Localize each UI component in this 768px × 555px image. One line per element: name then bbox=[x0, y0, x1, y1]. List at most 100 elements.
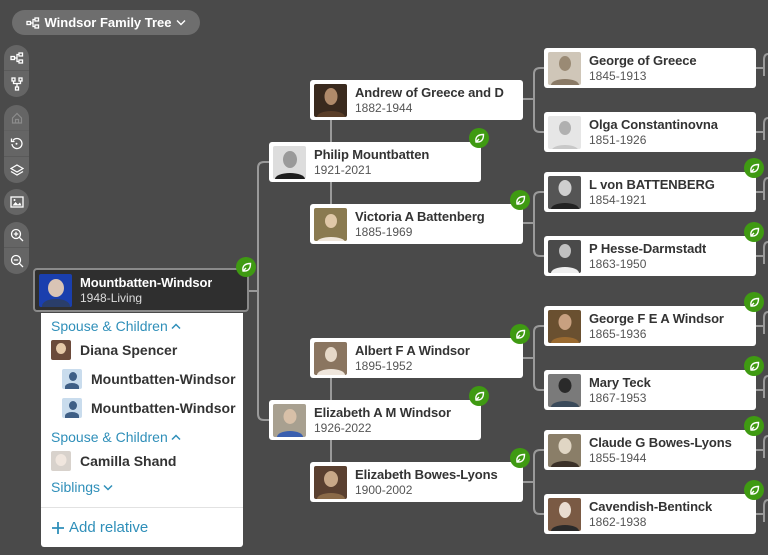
person-dates: 1867-1953 bbox=[589, 391, 647, 404]
layers-button[interactable] bbox=[4, 157, 29, 183]
person-card-great-grandparent[interactable]: George of Greece 1845-1913 bbox=[544, 48, 756, 88]
chevron-up-icon bbox=[171, 433, 181, 440]
pedigree-view-button[interactable] bbox=[4, 45, 29, 71]
person-card-grandparent[interactable]: Elizabeth Bowes-Lyons 1900-2002 bbox=[310, 462, 523, 502]
silhouette-avatar-icon bbox=[62, 369, 82, 389]
home-icon bbox=[11, 112, 22, 124]
silhouette-avatar-icon bbox=[62, 398, 82, 418]
person-photo bbox=[314, 465, 347, 499]
add-relative-button[interactable]: Add relative bbox=[51, 519, 148, 536]
record-hint-badge[interactable] bbox=[744, 158, 764, 178]
spouse-children-toggle[interactable]: Spouse & Children bbox=[51, 318, 181, 334]
record-hint-badge[interactable] bbox=[510, 324, 530, 344]
record-hint-badge[interactable] bbox=[469, 128, 489, 148]
history-icon bbox=[10, 137, 23, 150]
pedigree-icon bbox=[26, 16, 40, 29]
person-card-great-grandparent[interactable]: George F E A Windsor 1865-1936 bbox=[544, 306, 756, 346]
person-name: P Hesse-Darmstadt bbox=[589, 242, 707, 256]
zoom-in-icon bbox=[10, 228, 23, 241]
person-dates: 1862-1938 bbox=[589, 515, 647, 528]
photos-button[interactable] bbox=[4, 189, 29, 215]
layers-icon bbox=[9, 164, 24, 176]
history-button[interactable] bbox=[4, 131, 29, 157]
person-dates: 1882-1944 bbox=[355, 101, 413, 114]
zoom-out-button[interactable] bbox=[4, 248, 29, 274]
record-hint-badge[interactable] bbox=[744, 416, 764, 436]
person-dates: 1921-2021 bbox=[314, 163, 372, 176]
record-hint-badge[interactable] bbox=[744, 292, 764, 312]
person-name: Albert F A Windsor bbox=[355, 344, 470, 358]
person-dates: 1885-1969 bbox=[355, 225, 413, 238]
person-card-great-grandparent[interactable]: L von BATTENBERG 1854-1921 bbox=[544, 172, 756, 212]
family-view-button[interactable] bbox=[4, 71, 29, 97]
leaf-hint-icon bbox=[241, 262, 251, 272]
person-name: Mary Teck bbox=[589, 376, 651, 390]
leaf-hint-icon bbox=[515, 453, 525, 463]
person-card-great-grandparent[interactable]: Olga Constantinovna 1851-1926 bbox=[544, 112, 756, 152]
person-card-great-grandparent[interactable]: Mary Teck 1867-1953 bbox=[544, 370, 756, 410]
person-photo bbox=[548, 115, 581, 149]
focus-person-card[interactable]: Mountbatten-Windsor 1948-Living bbox=[33, 268, 249, 312]
siblings-toggle[interactable]: Siblings bbox=[51, 479, 113, 495]
person-card-father[interactable]: Philip Mountbatten 1921-2021 bbox=[269, 142, 481, 182]
person-name: George of Greece bbox=[589, 54, 697, 68]
panel-divider bbox=[41, 507, 243, 508]
record-hint-badge[interactable] bbox=[236, 257, 256, 277]
child-item[interactable]: Mountbatten-Windsor bbox=[62, 369, 236, 389]
person-photo bbox=[548, 309, 581, 343]
person-card-grandparent[interactable]: Victoria A Battenberg 1885-1969 bbox=[310, 204, 523, 244]
spouse-item[interactable]: Camilla Shand bbox=[51, 451, 176, 471]
child-item[interactable]: Mountbatten-Windsor bbox=[62, 398, 236, 418]
record-hint-badge[interactable] bbox=[510, 448, 530, 468]
person-name: Claude G Bowes-Lyons bbox=[589, 436, 732, 450]
person-name: George F E A Windsor bbox=[589, 312, 724, 326]
tree-selector-button[interactable]: Windsor Family Tree bbox=[12, 10, 200, 35]
person-photo bbox=[548, 433, 581, 467]
person-card-grandparent[interactable]: Andrew of Greece and D 1882-1944 bbox=[310, 80, 523, 120]
home-button[interactable] bbox=[4, 105, 29, 131]
spouse-children-toggle[interactable]: Spouse & Children bbox=[51, 429, 181, 445]
chevron-up-icon bbox=[171, 322, 181, 329]
tree-title: Windsor Family Tree bbox=[44, 15, 172, 30]
person-photo bbox=[273, 145, 306, 179]
spouse-name: Diana Spencer bbox=[80, 342, 178, 358]
record-hint-badge[interactable] bbox=[744, 356, 764, 376]
person-photo bbox=[51, 340, 71, 360]
person-card-great-grandparent[interactable]: P Hesse-Darmstadt 1863-1950 bbox=[544, 236, 756, 276]
leaf-hint-icon bbox=[749, 297, 759, 307]
person-photo bbox=[548, 51, 581, 85]
person-photo bbox=[548, 175, 581, 209]
child-name: Mountbatten-Windsor bbox=[91, 371, 236, 387]
leaf-hint-icon bbox=[749, 361, 759, 371]
person-photo bbox=[39, 273, 72, 307]
person-photo bbox=[548, 373, 581, 407]
record-hint-badge[interactable] bbox=[744, 480, 764, 500]
person-card-mother[interactable]: Elizabeth A M Windsor 1926-2022 bbox=[269, 400, 481, 440]
leaf-hint-icon bbox=[474, 133, 484, 143]
person-name: Victoria A Battenberg bbox=[355, 210, 485, 224]
record-hint-badge[interactable] bbox=[469, 386, 489, 406]
record-hint-badge[interactable] bbox=[510, 190, 530, 210]
person-card-great-grandparent[interactable]: Cavendish-Bentinck 1862-1938 bbox=[544, 494, 756, 534]
record-hint-badge[interactable] bbox=[744, 222, 764, 242]
view-toolbar bbox=[4, 45, 29, 97]
zoom-out-icon bbox=[10, 254, 23, 268]
zoom-in-button[interactable] bbox=[4, 222, 29, 248]
family-view-icon bbox=[10, 77, 23, 91]
relatives-panel: Spouse & Children Diana Spencer Mountbat… bbox=[41, 313, 243, 547]
person-name: Andrew of Greece and D bbox=[355, 86, 504, 100]
media-toolbar bbox=[4, 189, 29, 215]
spouse-item[interactable]: Diana Spencer bbox=[51, 340, 177, 360]
person-card-grandparent[interactable]: Albert F A Windsor 1895-1952 bbox=[310, 338, 523, 378]
person-name: Mountbatten-Windsor bbox=[80, 276, 213, 290]
person-dates: 1900-2002 bbox=[355, 483, 413, 496]
leaf-hint-icon bbox=[749, 485, 759, 495]
person-dates: 1855-1944 bbox=[589, 451, 647, 464]
leaf-hint-icon bbox=[749, 421, 759, 431]
person-card-great-grandparent[interactable]: Claude G Bowes-Lyons 1855-1944 bbox=[544, 430, 756, 470]
person-dates: 1895-1952 bbox=[355, 359, 413, 372]
person-photo bbox=[273, 403, 306, 437]
section-label: Spouse & Children bbox=[51, 429, 168, 445]
spouse-name: Camilla Shand bbox=[80, 453, 177, 469]
